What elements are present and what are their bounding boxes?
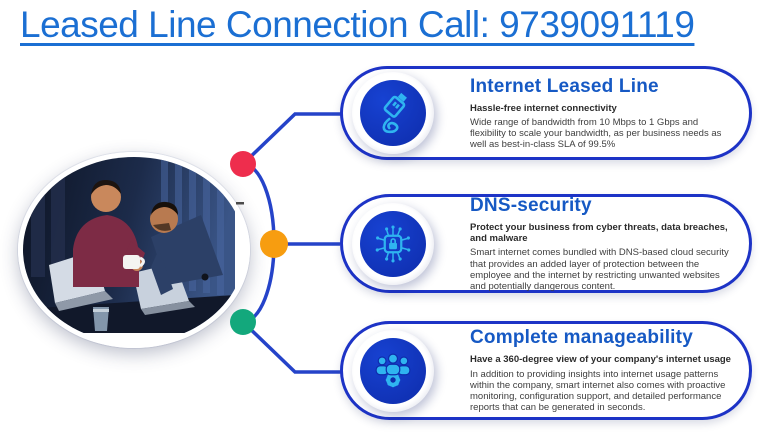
card-body: Wide range of bandwidth from 10 Mbps to …: [470, 116, 722, 151]
dot-red: [230, 151, 256, 177]
icon-badge: [352, 72, 434, 154]
feature-card-complete-manageability: Complete manageability Have a 360-degree…: [340, 321, 752, 420]
card-title: DNS-security: [470, 194, 592, 216]
team-photo-art: [23, 157, 235, 333]
water-glass: [93, 307, 109, 331]
security-chip-icon: [375, 225, 411, 262]
feature-card-dns-security: DNS-security Protect your business from …: [340, 194, 752, 293]
usb-cable-icon: [382, 92, 407, 134]
icon-badge: [352, 329, 434, 412]
card-subtitle: Protect your business from cyber threats…: [470, 221, 728, 245]
team-gear-icon: [375, 353, 411, 387]
feature-card-internet-leased-line: Internet Leased Line Hassle-free interne…: [340, 66, 752, 160]
icon-badge: [352, 202, 434, 285]
page-title[interactable]: Leased Line Connection Call: 9739091119: [20, 4, 695, 45]
card-subtitle: Hassle-free internet connectivity: [470, 102, 617, 114]
stray-dash: [236, 202, 244, 205]
coffee-mug: [123, 255, 145, 269]
connector-path-main: [238, 112, 346, 374]
person-left: [73, 179, 145, 287]
team-photo: [18, 152, 250, 348]
dot-orange: [260, 230, 288, 258]
card-subtitle: Have a 360-degree view of your company's…: [470, 354, 731, 366]
dot-teal: [230, 309, 256, 335]
person-right: [150, 201, 223, 295]
card-body: In addition to providing insights into i…: [470, 368, 726, 414]
card-title: Internet Leased Line: [470, 75, 659, 97]
card-title: Complete manageability: [470, 327, 693, 349]
card-body: Smart internet comes bundled with DNS-ba…: [470, 247, 729, 292]
